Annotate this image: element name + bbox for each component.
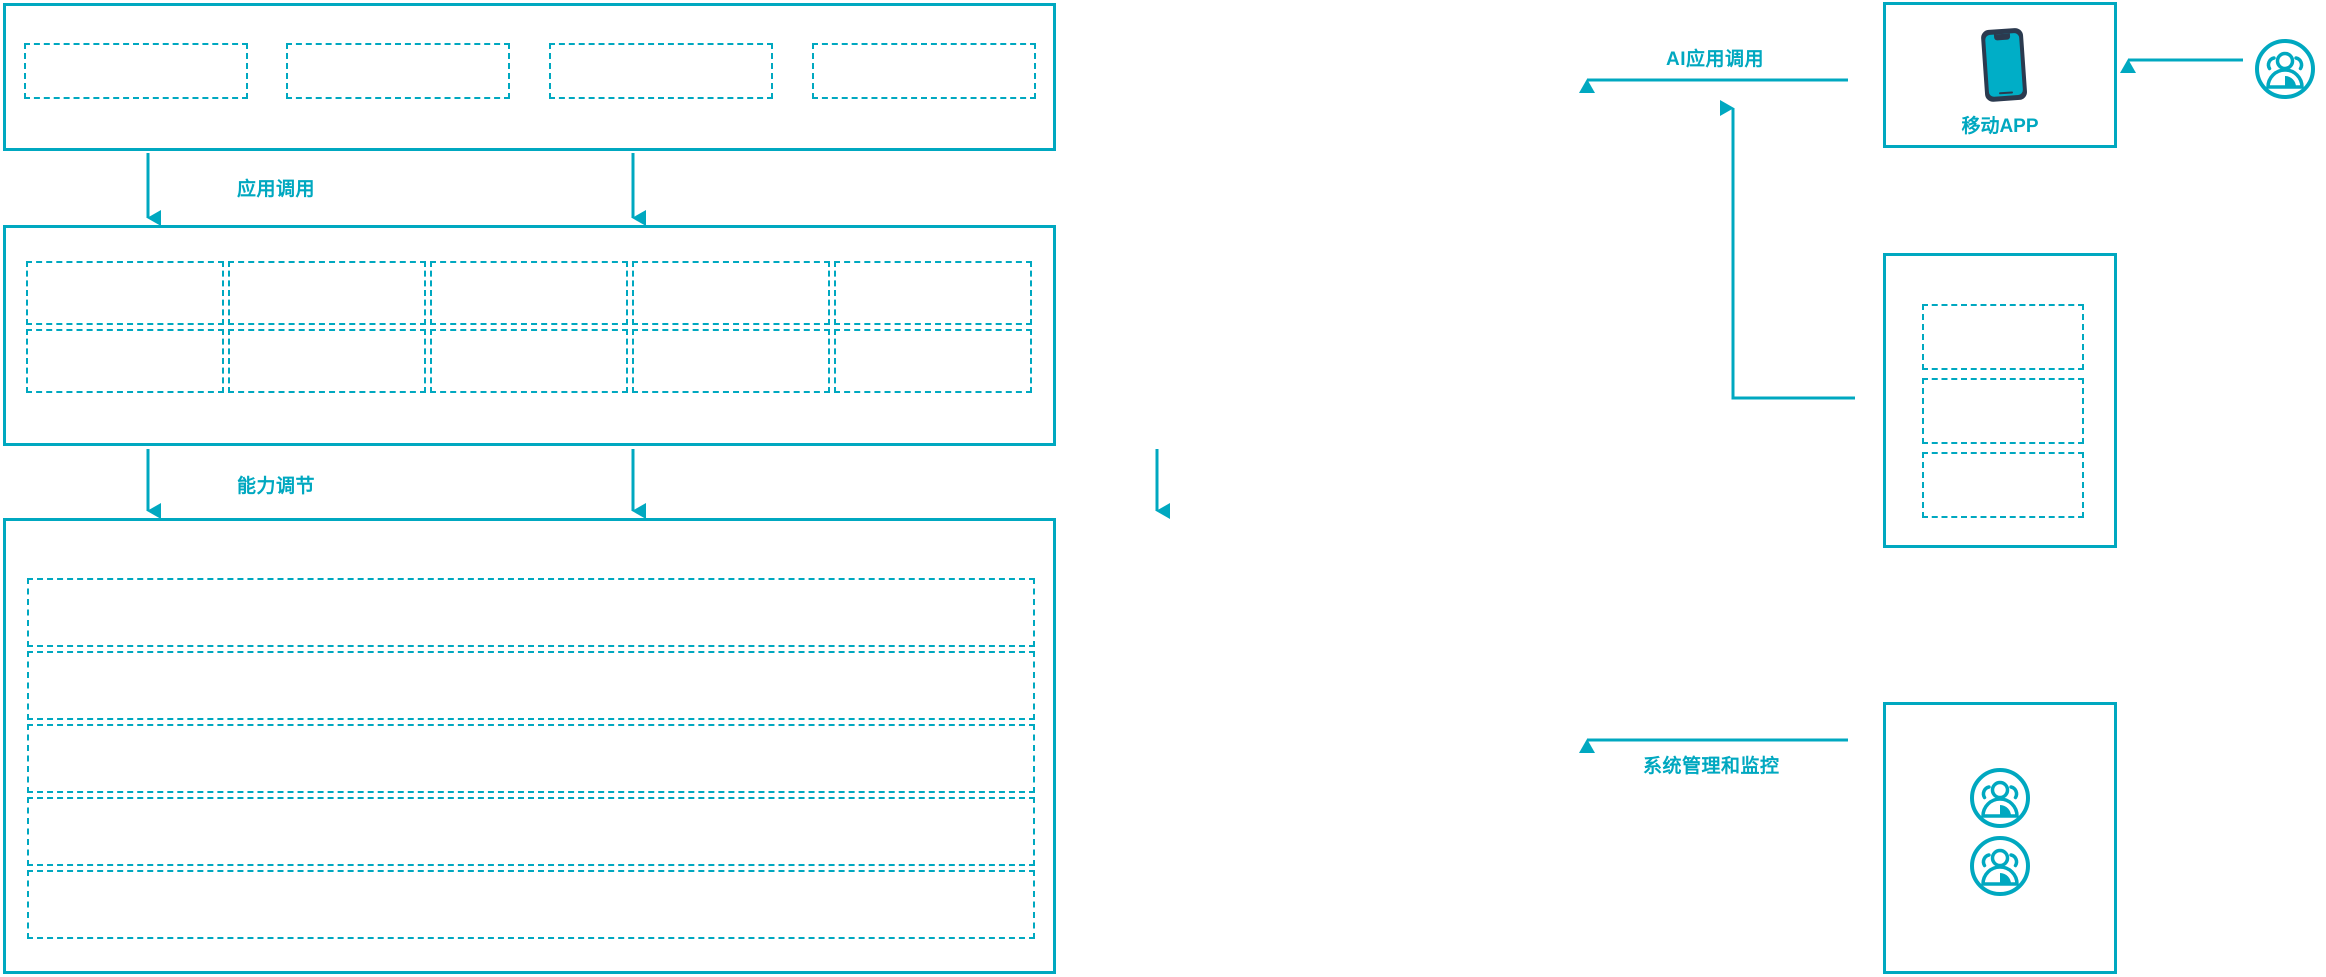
capability-slot-7[interactable] bbox=[228, 329, 426, 393]
application-slot-4[interactable] bbox=[812, 43, 1036, 99]
admin-users-panel[interactable] bbox=[1883, 702, 2117, 974]
platform-slot-3[interactable] bbox=[27, 724, 1035, 793]
service-slot-2[interactable] bbox=[1922, 378, 2084, 444]
connector-label-ai-app-invoke: AI应用调用 bbox=[1666, 49, 1765, 70]
application-layer[interactable] bbox=[3, 3, 1056, 151]
capability-slot-5[interactable] bbox=[834, 261, 1032, 325]
service-panel[interactable] bbox=[1883, 253, 2117, 548]
connector-label-capability-tune: 能力调节 bbox=[237, 476, 316, 497]
service-slot-1[interactable] bbox=[1922, 304, 2084, 370]
service-slot-3[interactable] bbox=[1922, 452, 2084, 518]
connector-app-invoke bbox=[146, 153, 646, 226]
end-user-actor[interactable] bbox=[2254, 38, 2316, 100]
capability-slot-4[interactable] bbox=[632, 261, 830, 325]
application-slot-2[interactable] bbox=[286, 43, 510, 99]
mobile-app-caption: 移动APP bbox=[1961, 116, 2039, 137]
capability-layer[interactable] bbox=[3, 225, 1056, 446]
connector-capability-tune bbox=[146, 449, 1170, 519]
connector-ai-app-invoke bbox=[1579, 78, 1855, 400]
users-group-icon bbox=[2255, 39, 2315, 99]
platform-slot-5[interactable] bbox=[27, 870, 1035, 939]
application-slot-1[interactable] bbox=[24, 43, 248, 99]
connector-label-system-admin: 系统管理和监控 bbox=[1643, 756, 1780, 777]
application-slot-3[interactable] bbox=[549, 43, 773, 99]
platform-layer[interactable] bbox=[3, 518, 1056, 974]
capability-slot-1[interactable] bbox=[26, 261, 224, 325]
capability-slot-8[interactable] bbox=[430, 329, 628, 393]
users-group-icon[interactable] bbox=[1969, 835, 2031, 897]
platform-slot-2[interactable] bbox=[27, 651, 1035, 720]
platform-slot-1[interactable] bbox=[27, 578, 1035, 647]
capability-slot-6[interactable] bbox=[26, 329, 224, 393]
capability-slot-9[interactable] bbox=[632, 329, 830, 393]
platform-slot-4[interactable] bbox=[27, 797, 1035, 866]
capability-slot-10[interactable] bbox=[834, 329, 1032, 393]
capability-slot-2[interactable] bbox=[228, 261, 426, 325]
connector-label-app-invoke: 应用调用 bbox=[237, 179, 316, 200]
users-group-icon[interactable] bbox=[1969, 767, 2031, 829]
mobile-app-panel[interactable]: 移动APP bbox=[1883, 2, 2117, 148]
capability-slot-3[interactable] bbox=[430, 261, 628, 325]
smartphone-icon bbox=[1963, 23, 2043, 105]
arrow-up bbox=[1720, 100, 1855, 400]
